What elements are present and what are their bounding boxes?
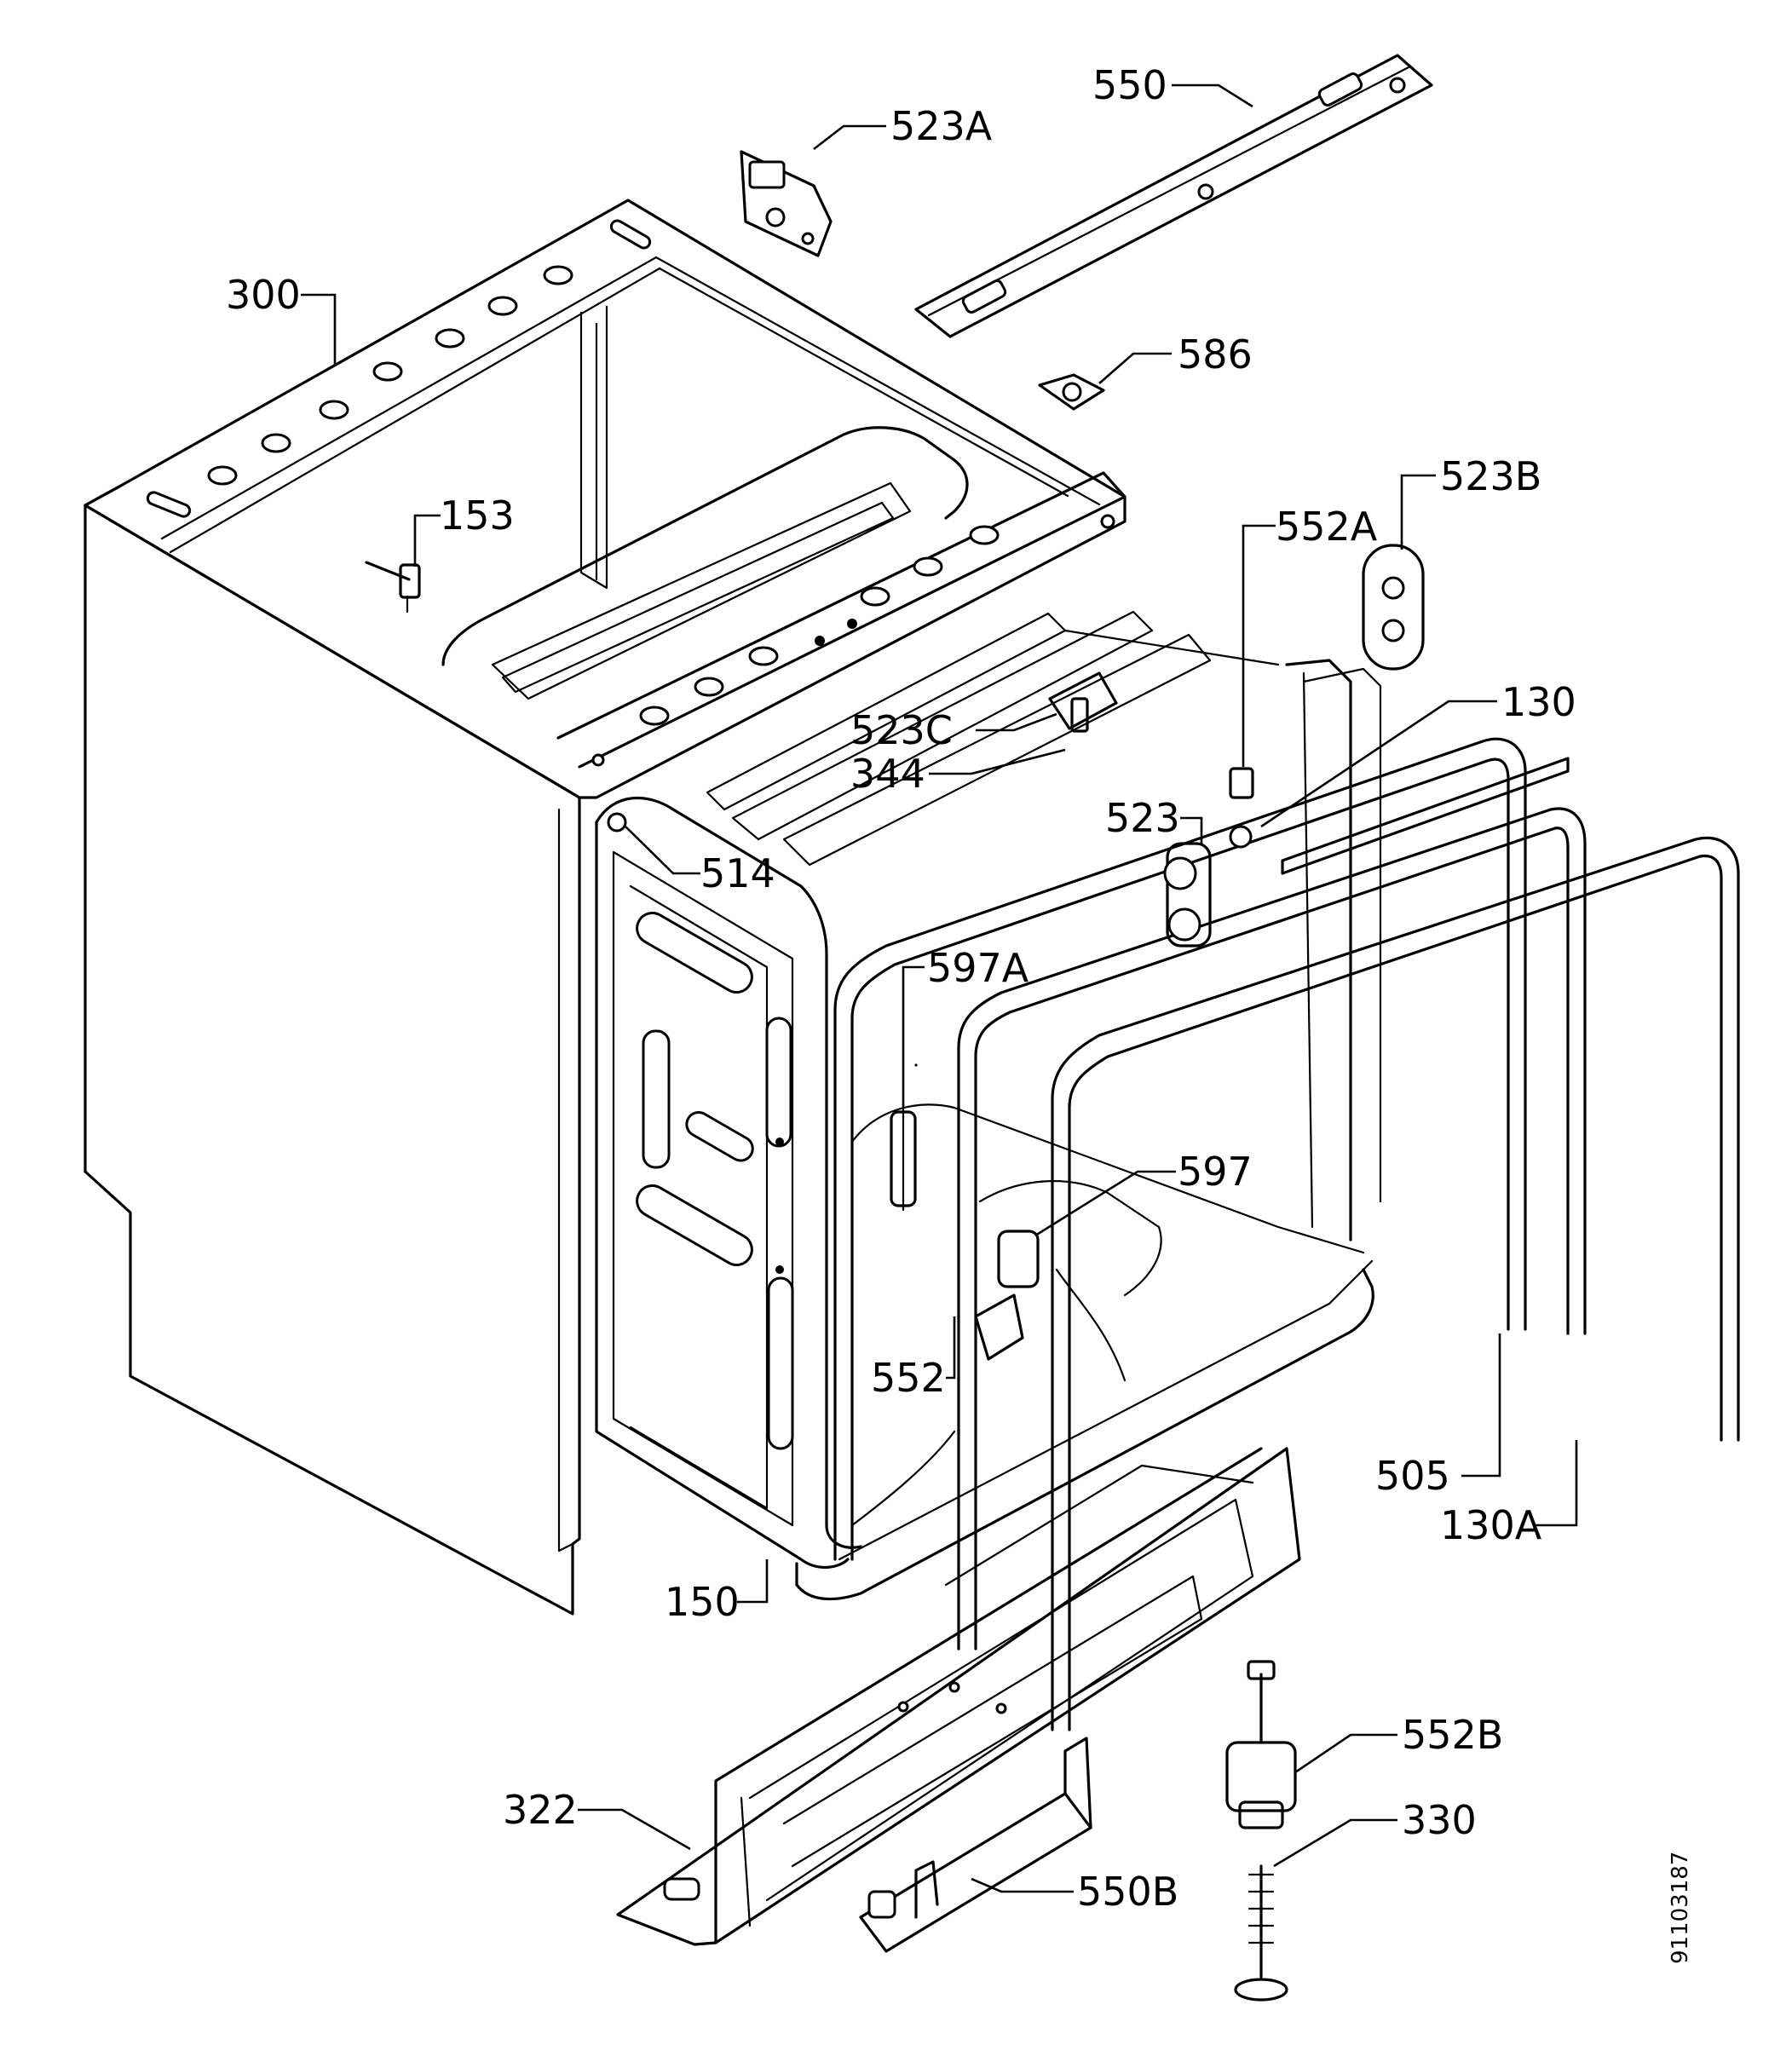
tub-body-150	[595, 659, 1374, 1601]
label-130A: 130A	[1440, 1502, 1542, 1548]
label-330: 330	[1402, 1797, 1477, 1843]
part-330-screw	[1234, 1864, 1288, 2002]
part-552A-screw	[1229, 767, 1254, 849]
side-panel	[84, 485, 581, 1616]
rail-hole	[969, 525, 1000, 545]
label-322: 322	[503, 1787, 578, 1833]
part-523A-bracket	[740, 150, 833, 257]
part-552-bracket	[974, 1293, 1024, 1361]
part-550B-bracket	[859, 1737, 1092, 1953]
label-550B: 550B	[1077, 1869, 1178, 1915]
label-597A: 597A	[927, 945, 1029, 991]
label-523: 523	[1105, 795, 1180, 841]
label-300: 300	[226, 272, 301, 318]
label-505: 505	[1375, 1453, 1450, 1499]
rail-hole	[748, 646, 779, 666]
frame-hole	[261, 433, 291, 453]
label-150: 150	[665, 1579, 740, 1625]
part-514-ring	[607, 812, 627, 832]
part-523-hinge	[1163, 842, 1212, 948]
label-550: 550	[1092, 62, 1167, 108]
label-523A: 523A	[890, 103, 993, 149]
base-frame-322	[616, 1447, 1301, 1946]
drawing-reference-number: 91103187	[1668, 1852, 1693, 1964]
frame-hole	[543, 265, 573, 285]
label-130: 130	[1501, 679, 1576, 725]
tub-top	[441, 426, 1280, 867]
label-344: 344	[850, 751, 925, 797]
label-523C: 523C	[850, 707, 953, 753]
label-523B: 523B	[1440, 453, 1541, 499]
rail-hole	[639, 706, 670, 726]
label-552B: 552B	[1402, 1712, 1503, 1758]
part-523B-bracket	[1362, 544, 1425, 671]
rail-hole	[913, 556, 943, 577]
part-153-screw	[365, 561, 421, 614]
part-550-strip	[914, 54, 1433, 1067]
front-upper-rail	[556, 471, 1126, 769]
top-frame-300	[84, 199, 1126, 799]
part-552B-foot	[1225, 1660, 1297, 1829]
frame-hole	[372, 361, 403, 382]
frame-hole	[487, 296, 518, 316]
part-586-nut	[1038, 373, 1105, 411]
label-552: 552	[871, 1355, 946, 1401]
label-153: 153	[440, 493, 515, 539]
part-597A-latch	[890, 1106, 917, 1212]
label-514: 514	[700, 850, 775, 896]
part-labels: 550 523A 300 586 523B 153 552A 130 523C …	[226, 62, 1693, 1964]
part-597-latch	[997, 1230, 1040, 1288]
frame-hole	[207, 465, 238, 486]
door-seals	[833, 667, 1740, 1731]
part-523C-clip	[1048, 671, 1118, 733]
rail-hole	[694, 677, 724, 697]
label-597: 597	[1178, 1149, 1253, 1195]
frame-hole	[319, 400, 349, 420]
label-586: 586	[1178, 331, 1253, 377]
rail-hole	[860, 586, 890, 607]
label-552A: 552A	[1276, 504, 1378, 550]
leader-lines	[301, 84, 1578, 1893]
frame-hole	[435, 328, 465, 349]
